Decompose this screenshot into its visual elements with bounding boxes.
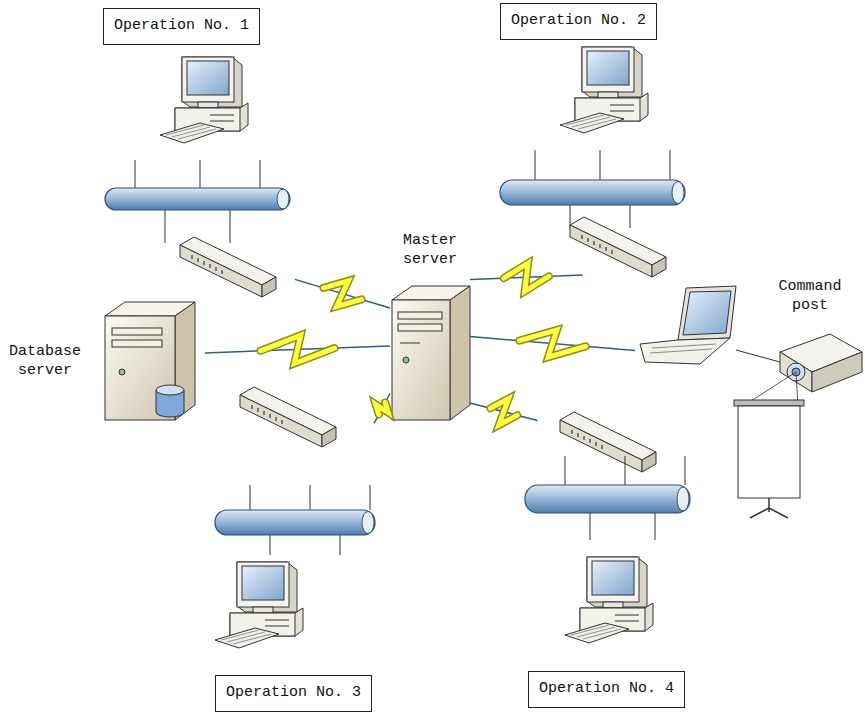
- lightning-bolt: [261, 335, 335, 363]
- group-label: Operation No. 4: [528, 671, 685, 708]
- network-node: Command post: [635, 278, 862, 520]
- video-cable: [736, 350, 780, 362]
- lightning-outline: [504, 263, 549, 291]
- lightning-bolt: [324, 281, 362, 307]
- lightning-bolt: [504, 263, 549, 291]
- switch-icon: [570, 217, 666, 277]
- link-line: [374, 394, 390, 424]
- switch-icon: [240, 387, 336, 447]
- lightning-bolt: [520, 330, 586, 357]
- workstation-icon: [560, 47, 648, 133]
- group-label: Operation No. 1: [103, 8, 260, 45]
- bus-end: [672, 182, 684, 204]
- projector-icon: [780, 334, 862, 392]
- lightning-outline: [261, 335, 335, 363]
- network-node: Operation No. 2: [495, 0, 690, 275]
- wireless-link: [470, 330, 635, 357]
- network-node: Database server: [5, 298, 205, 420]
- bus-end: [677, 487, 689, 511]
- switch-icon: [180, 237, 276, 297]
- switch-icon: [560, 412, 656, 472]
- network-bus: [215, 510, 375, 535]
- bus-end: [277, 189, 289, 209]
- lightning-outline: [490, 399, 517, 426]
- network-node: Operation No. 1: [100, 5, 295, 300]
- projection-screen: [734, 372, 804, 518]
- group-label: Operation No. 2: [500, 3, 657, 40]
- device-label: Master server: [395, 232, 465, 270]
- network-bus: [500, 180, 685, 205]
- group-label: Operation No. 3: [215, 675, 372, 712]
- workstation-icon: [565, 557, 653, 643]
- network-bus: [105, 188, 290, 210]
- network-node: Operation No. 4: [520, 405, 695, 715]
- workstation-icon: [160, 57, 248, 143]
- device-label: Database server: [5, 343, 85, 381]
- wireless-link: [374, 394, 390, 424]
- wireless-link: [470, 263, 583, 291]
- lightning-outline: [324, 281, 362, 307]
- network-node: Operation No. 3: [210, 383, 374, 720]
- lightning-bolt: [376, 403, 389, 415]
- device-label: Command post: [770, 278, 850, 316]
- bus-end: [362, 512, 374, 534]
- laptop-icon: [640, 286, 736, 364]
- link-line: [295, 279, 390, 308]
- wireless-link: [295, 279, 390, 308]
- lightning-outline: [376, 403, 389, 415]
- network-bus: [525, 485, 690, 513]
- server-icon: [392, 286, 470, 420]
- wireless-link: [470, 399, 538, 426]
- workstation-icon: [215, 562, 303, 648]
- database-server-icon: [105, 302, 195, 420]
- network-node: Master server: [390, 232, 470, 422]
- wireless-link: [205, 335, 390, 363]
- lightning-outline: [520, 330, 586, 357]
- lightning-bolt: [490, 399, 517, 426]
